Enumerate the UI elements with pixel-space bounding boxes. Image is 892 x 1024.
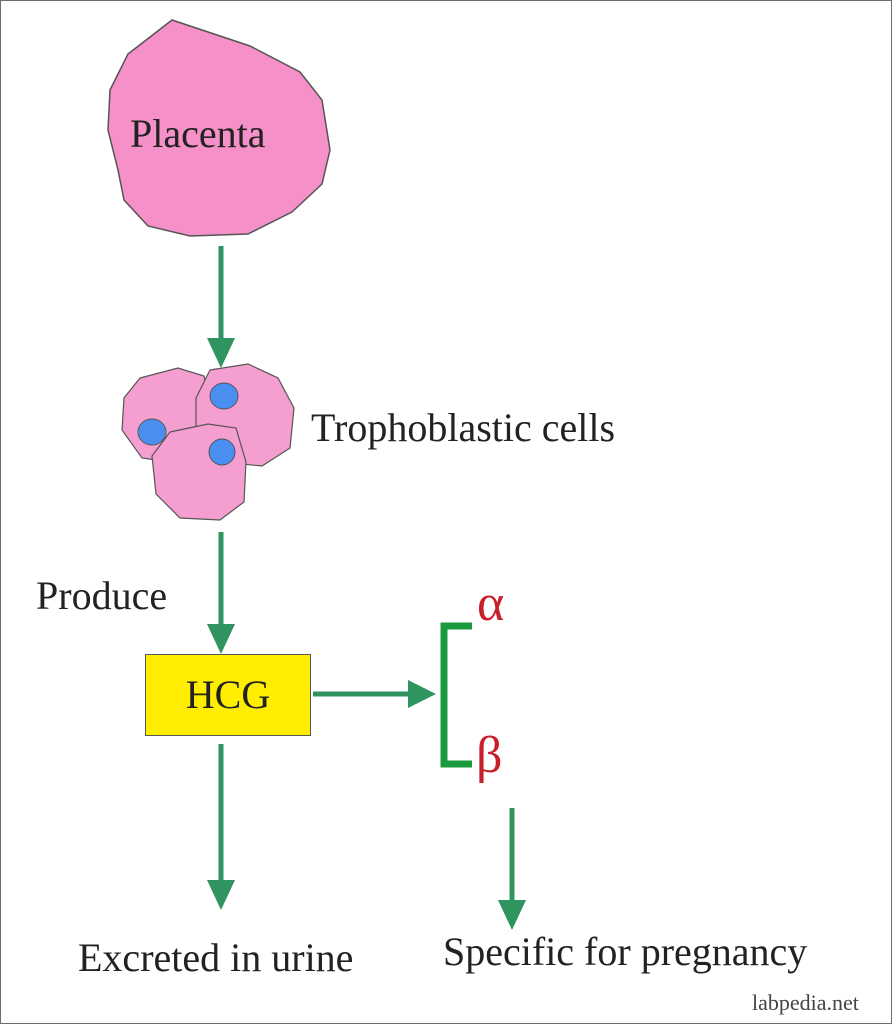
hcg-box: HCG <box>145 654 311 736</box>
alpha-subunit-label: α <box>477 575 505 632</box>
arrow-cells-to-hcg <box>207 532 235 654</box>
subunit-bracket <box>440 622 472 768</box>
excreted-in-urine-label: Excreted in urine <box>78 935 354 980</box>
nucleus-bottom <box>208 438 236 466</box>
produce-edge-label: Produce <box>36 573 168 618</box>
hcg-label: HCG <box>185 672 271 717</box>
arrow-beta-to-specific <box>498 808 526 930</box>
cell-bottom <box>151 423 247 521</box>
nucleus-right <box>209 382 239 410</box>
arrow-hcg-to-excreted <box>207 744 235 910</box>
beta-subunit-label: β <box>476 727 503 784</box>
placenta-label: Placenta <box>130 111 266 156</box>
specific-for-pregnancy-label: Specific for pregnancy <box>443 929 808 974</box>
watermark: labpedia.net <box>752 990 859 1015</box>
trophoblastic-cells-label: Trophoblastic cells <box>311 405 616 450</box>
nucleus-left <box>137 418 167 446</box>
placenta-shape <box>107 19 331 237</box>
trophoblastic-cells-icon <box>121 363 295 521</box>
arrow-placenta-to-cells <box>207 246 235 368</box>
arrow-hcg-to-subunits <box>313 680 436 708</box>
